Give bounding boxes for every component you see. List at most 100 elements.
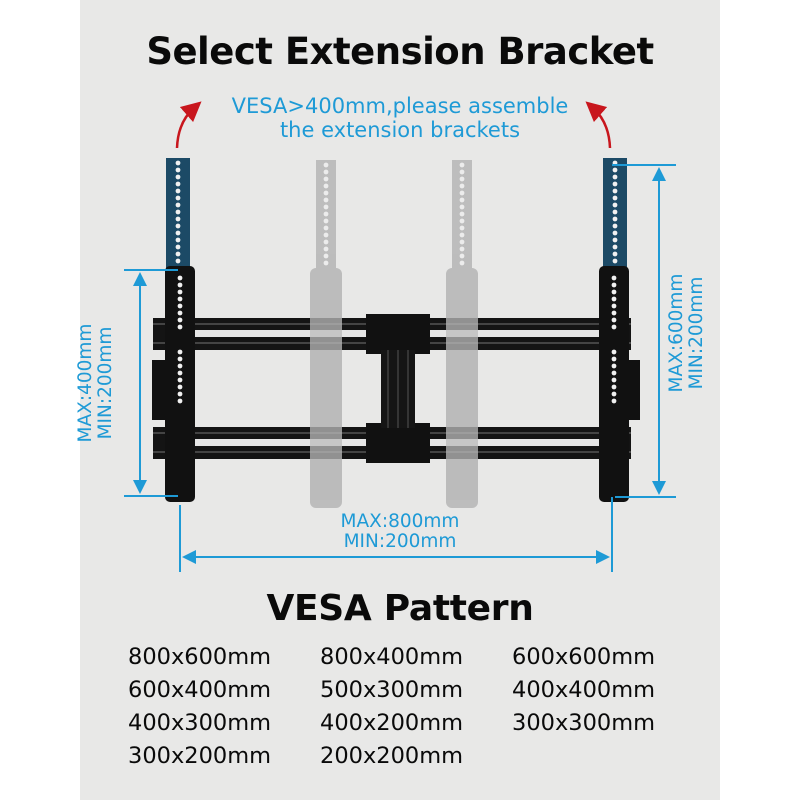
extension-note-line-1: VESA>400mm,please assemble: [231, 94, 569, 118]
bracket-hole: [611, 303, 617, 309]
bracket-hole: [459, 232, 465, 238]
right-height-label: MAX:600mm MIN:200mm: [666, 273, 707, 393]
bracket-hole: [459, 190, 465, 196]
bracket-hole: [175, 174, 181, 180]
width-max: MAX:800mm: [340, 511, 460, 532]
width-min: MIN:200mm: [343, 531, 457, 552]
bracket-hole: [611, 363, 617, 369]
left-height-max: MAX:400mm: [75, 323, 96, 443]
bracket-hole: [177, 349, 183, 355]
vesa-pattern-item: 400x400mm: [512, 677, 656, 703]
bracket-hole: [611, 370, 617, 376]
bracket-hole: [612, 230, 618, 236]
bracket-hole: [175, 202, 181, 208]
bracket-hole: [175, 188, 181, 194]
right-height-max: MAX:600mm: [666, 273, 687, 393]
arrow-up-icon: [133, 272, 147, 286]
bracket-hole: [612, 209, 618, 215]
left-height-min: MIN:200mm: [95, 326, 116, 440]
bracket-hole: [459, 239, 465, 245]
bracket-hole: [611, 289, 617, 295]
bracket-hole: [459, 183, 465, 189]
bracket-hole: [612, 244, 618, 250]
bracket-hole: [459, 218, 465, 224]
bracket-hole: [177, 363, 183, 369]
vesa-pattern-item: 300x300mm: [512, 710, 656, 736]
bracket-hole: [323, 176, 329, 182]
vesa-pattern-item: 300x200mm: [128, 743, 272, 769]
bracket-hole: [177, 275, 183, 281]
bracket-hole: [323, 190, 329, 196]
bracket-hole: [611, 391, 617, 397]
bracket-hole: [177, 370, 183, 376]
bracket-hole: [177, 356, 183, 362]
bracket-hole: [611, 377, 617, 383]
left-red-arrow-icon: [175, 101, 202, 149]
bracket-hole: [175, 181, 181, 187]
bracket-hole: [459, 204, 465, 210]
right-bracket: [599, 158, 640, 502]
bracket-hole: [611, 384, 617, 390]
bracket-hole: [611, 317, 617, 323]
bracket-hole: [612, 174, 618, 180]
bracket-holes: [175, 160, 618, 404]
right-height-min: MIN:200mm: [686, 276, 707, 390]
bracket-hole: [323, 211, 329, 217]
bracket-hole: [175, 195, 181, 201]
extension-note: VESA>400mm,please assemble the extension…: [0, 94, 800, 142]
bracket-hole: [177, 282, 183, 288]
bracket-hole: [323, 162, 329, 168]
bracket-hole: [323, 218, 329, 224]
vesa-pattern-item: 400x200mm: [320, 710, 464, 736]
bracket-hole: [323, 253, 329, 259]
bracket-hole: [175, 223, 181, 229]
vesa-pattern-item: 600x400mm: [128, 677, 272, 703]
bracket-hole: [611, 310, 617, 316]
bracket-hole: [175, 160, 181, 166]
bracket-hole: [175, 237, 181, 243]
bracket-hole: [612, 202, 618, 208]
bracket-hole: [612, 188, 618, 194]
extension-note-line-2: the extension brackets: [279, 118, 521, 142]
bracket-hole: [611, 349, 617, 355]
vesa-pattern-item: 600x600mm: [512, 644, 656, 670]
bracket-hole: [175, 258, 181, 264]
bracket-hole: [323, 232, 329, 238]
bracket-hole: [175, 209, 181, 215]
bracket-hole: [459, 253, 465, 259]
bracket-hole: [611, 282, 617, 288]
bracket-hole: [177, 384, 183, 390]
bracket-hole: [323, 239, 329, 245]
arrow-up-icon: [652, 167, 666, 181]
left-height-label: MAX:400mm MIN:200mm: [75, 323, 116, 443]
bracket-hole: [611, 356, 617, 362]
bracket-hole: [459, 169, 465, 175]
bracket-hole: [612, 258, 618, 264]
bracket-hole: [177, 310, 183, 316]
bracket-hole: [323, 260, 329, 266]
bracket-hole: [611, 398, 617, 404]
bracket-hole: [612, 167, 618, 173]
vesa-pattern-title: VESA Pattern: [266, 588, 534, 629]
bracket-hole: [612, 216, 618, 222]
bracket-hole: [612, 181, 618, 187]
right-red-arrow-icon: [585, 101, 612, 149]
bracket-hole: [611, 324, 617, 330]
arrow-down-icon: [133, 480, 147, 494]
vesa-pattern-item: 800x600mm: [128, 644, 272, 670]
vesa-pattern-item: 800x400mm: [320, 644, 464, 670]
bracket-hole: [175, 216, 181, 222]
bracket-hole: [459, 197, 465, 203]
bracket-hole: [612, 237, 618, 243]
bracket-hole: [611, 275, 617, 281]
bracket-hole: [323, 225, 329, 231]
bracket-hole: [175, 230, 181, 236]
page-title: Select Extension Bracket: [146, 30, 654, 73]
bracket-hole: [323, 204, 329, 210]
bracket-hole: [459, 260, 465, 266]
width-label: MAX:800mm MIN:200mm: [320, 512, 480, 552]
arrow-left-icon: [182, 550, 196, 564]
bracket-hole: [611, 296, 617, 302]
